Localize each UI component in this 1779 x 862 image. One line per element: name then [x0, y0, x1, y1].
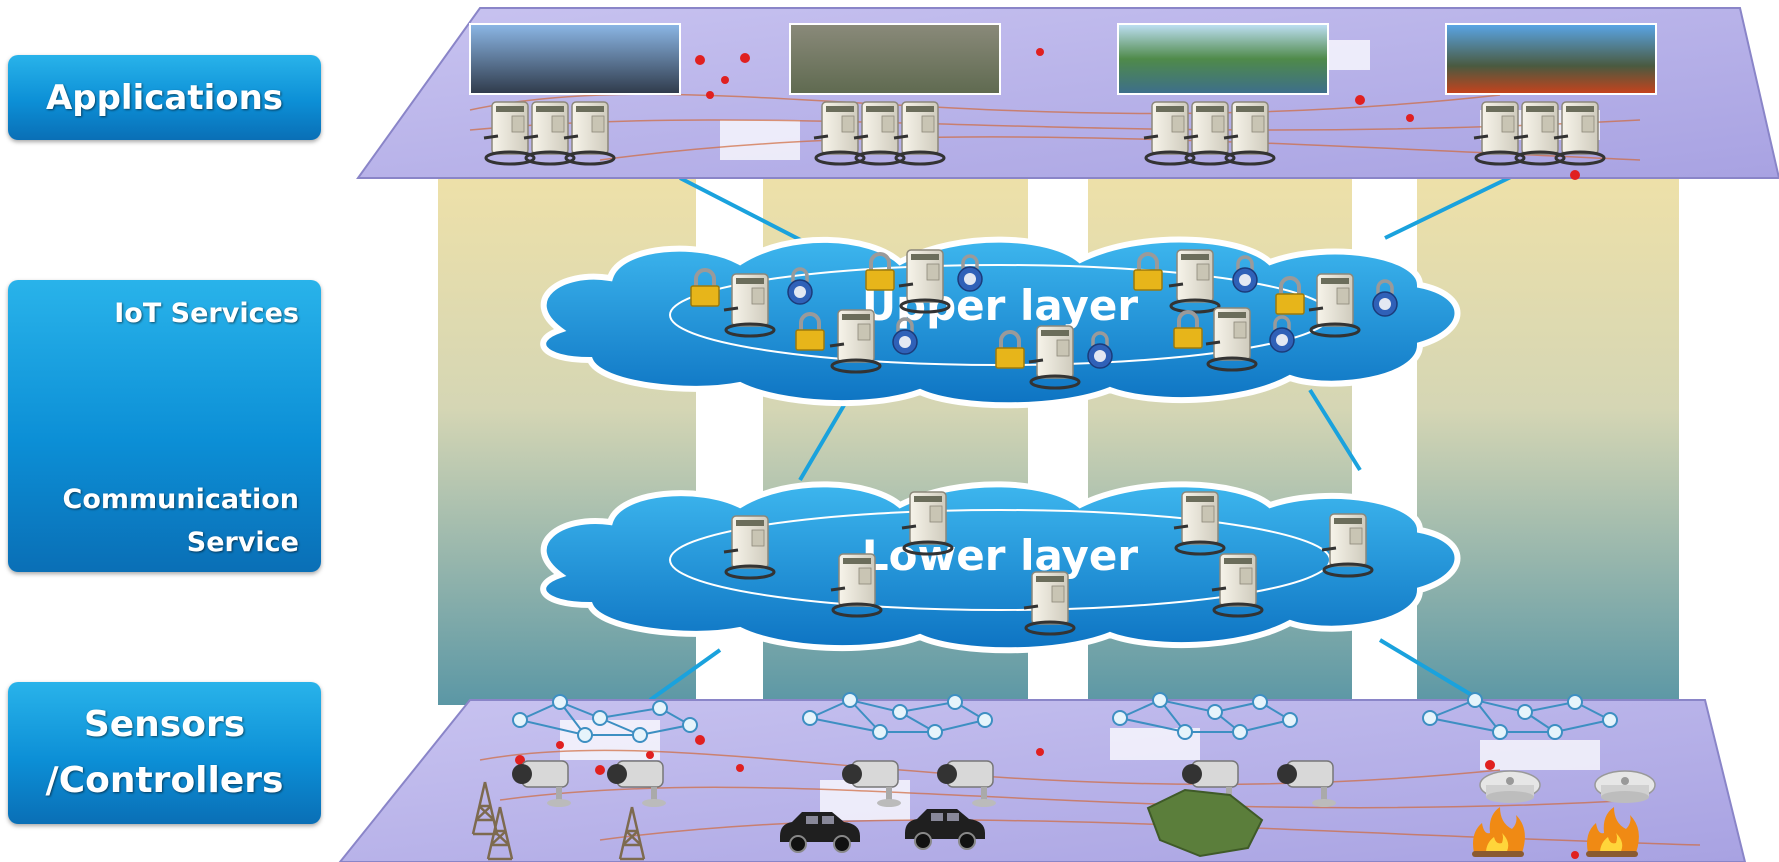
server-icon [852, 100, 906, 166]
upper-layer-label: Upper layer [862, 281, 1138, 330]
applications-plane [356, 7, 1779, 180]
lower-layer-label: Lower layer [862, 531, 1139, 580]
server-icon [1167, 248, 1221, 314]
server-icon [482, 100, 536, 166]
server-icon [812, 100, 866, 166]
server-icon [829, 552, 883, 618]
lower-layer-cloud: Lower layer [540, 481, 1461, 654]
communication-line2: Service [186, 527, 299, 558]
server-icon [900, 490, 954, 556]
server-icon [1210, 552, 1264, 618]
server-icon [1142, 100, 1196, 166]
applications-label: Applications [45, 77, 284, 118]
smoke-detector-icon [1479, 770, 1541, 804]
server-icon [1222, 100, 1276, 166]
highway-photo [789, 23, 1001, 95]
wildfire-photo [1445, 23, 1657, 95]
server-icon [1307, 272, 1361, 338]
server-icon [892, 100, 946, 166]
communication-service-label: Communication Service [63, 478, 300, 564]
server-icon [1472, 100, 1526, 166]
services-panel: IoT Services Communication Service [8, 280, 321, 572]
server-icon [722, 272, 776, 338]
sensors-controllers-label: Sensors /Controllers [46, 697, 284, 809]
sensors-plane [338, 692, 1747, 862]
sensors-line2: /Controllers [45, 760, 284, 801]
upper-layer-cloud: Upper layer [540, 236, 1461, 409]
iot-services-label: IoT Services [114, 298, 299, 329]
server-icon [1552, 100, 1606, 166]
server-icon [1172, 490, 1226, 556]
sensors-line1: Sensors [83, 704, 246, 745]
communication-line1: Communication [62, 484, 300, 515]
park-photo [1117, 23, 1329, 95]
server-icon [1182, 100, 1236, 166]
sensors-controllers-button[interactable]: Sensors /Controllers [8, 682, 321, 824]
server-icon [1027, 324, 1081, 390]
server-icon [522, 100, 576, 166]
server-icon [722, 514, 776, 580]
server-icon [1204, 306, 1258, 372]
server-icon [828, 308, 882, 374]
power-grid-photo [469, 23, 681, 95]
connection-lines [648, 173, 1516, 702]
server-icon [1320, 512, 1374, 578]
smoke-detector-icon [1594, 770, 1656, 804]
server-icon [1512, 100, 1566, 166]
server-icon [562, 100, 616, 166]
server-icon [1022, 570, 1076, 636]
server-icon [897, 248, 951, 314]
applications-button[interactable]: Applications [8, 55, 321, 140]
terrain-map-icon [1146, 788, 1264, 858]
